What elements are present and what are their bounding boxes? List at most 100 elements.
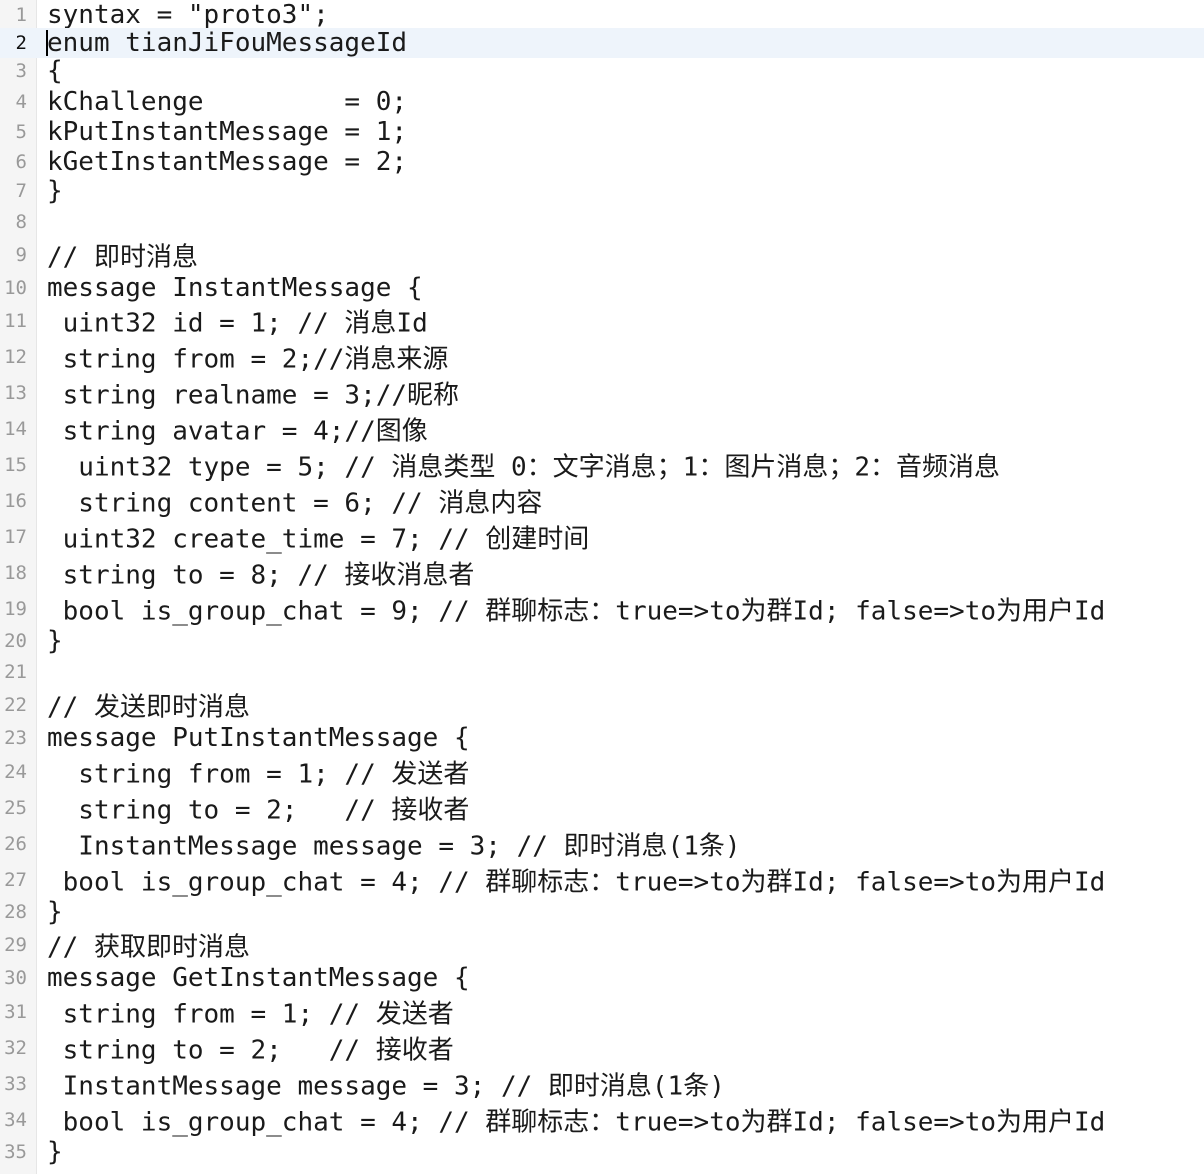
code-line[interactable]: 7}: [0, 176, 1204, 206]
code-text[interactable]: string avatar = 4;//图像: [47, 416, 428, 447]
code-line[interactable]: 3{: [0, 56, 1204, 86]
code-line[interactable]: 34 bool is_group_chat = 4; // 群聊标志：true=…: [0, 1105, 1204, 1138]
code-text[interactable]: {: [47, 56, 63, 86]
line-number: 33: [4, 1073, 27, 1095]
code-line[interactable]: 6 kGetInstantMessage = 2;: [0, 147, 1204, 177]
code-text[interactable]: string from = 2;//消息来源: [47, 344, 449, 375]
code-text[interactable]: kGetInstantMessage = 2;: [47, 147, 408, 177]
code-text[interactable]: bool is_group_chat = 4; // 群聊标志：true=>to…: [47, 1107, 1106, 1138]
code-line[interactable]: 12 string from = 2;//消息来源: [0, 342, 1204, 375]
text-cursor: [46, 30, 48, 56]
line-number: 6: [15, 151, 27, 173]
code-line[interactable]: 1 syntax = "proto3";: [0, 0, 1204, 30]
line-number: 29: [4, 934, 27, 956]
line-number: 11: [4, 310, 27, 332]
code-line[interactable]: 10 message InstantMessage {: [0, 273, 1204, 303]
code-line[interactable]: 15 uint32 type = 5; // 消息类型 0：文字消息；1：图片消…: [0, 450, 1204, 483]
code-line[interactable]: 22 // 发送即时消息: [0, 690, 1204, 723]
code-text[interactable]: // 发送即时消息: [47, 692, 250, 723]
line-number: 30: [4, 967, 27, 989]
code-text[interactable]: }: [47, 897, 63, 927]
code-text[interactable]: string to = 2; // 接收者: [47, 795, 470, 826]
line-number: 2: [15, 32, 27, 54]
code-text[interactable]: string from = 1; // 发送者: [47, 999, 454, 1030]
line-number: 17: [4, 526, 27, 548]
code-line[interactable]: 17 uint32 create_time = 7; // 创建时间: [0, 522, 1204, 555]
code-line[interactable]: 13 string realname = 3;//昵称: [0, 378, 1204, 411]
code-text[interactable]: }: [47, 176, 63, 206]
code-line[interactable]: 24 string from = 1; // 发送者: [0, 757, 1204, 790]
code-line[interactable]: 2 enum tianJiFouMessageId: [0, 28, 1204, 58]
code-text[interactable]: // 即时消息: [47, 242, 198, 273]
line-number: 28: [4, 901, 27, 923]
code-text[interactable]: message GetInstantMessage {: [47, 963, 470, 993]
code-line[interactable]: 19 bool is_group_chat = 9; // 群聊标志：true=…: [0, 594, 1204, 627]
code-text[interactable]: uint32 id = 1; // 消息Id: [47, 308, 428, 339]
code-line[interactable]: 18 string to = 8; // 接收消息者: [0, 558, 1204, 591]
code-text[interactable]: kPutInstantMessage = 1;: [47, 117, 408, 147]
code-text[interactable]: message PutInstantMessage {: [47, 723, 470, 753]
code-text[interactable]: bool is_group_chat = 4; // 群聊标志：true=>to…: [47, 867, 1106, 898]
code-line[interactable]: 32 string to = 2; // 接收者: [0, 1033, 1204, 1066]
code-line[interactable]: 28}: [0, 897, 1204, 927]
line-number: 24: [4, 761, 27, 783]
code-line[interactable]: 21: [0, 657, 1204, 687]
code-line[interactable]: 27 bool is_group_chat = 4; // 群聊标志：true=…: [0, 865, 1204, 898]
code-line[interactable]: 20}: [0, 626, 1204, 656]
code-text[interactable]: uint32 create_time = 7; // 创建时间: [47, 524, 590, 555]
code-line[interactable]: 9 // 即时消息: [0, 240, 1204, 273]
line-number: 10: [4, 277, 27, 299]
line-number: 23: [4, 727, 27, 749]
code-line[interactable]: 33 InstantMessage message = 3; // 即时消息(1…: [0, 1069, 1204, 1102]
line-number: 26: [4, 833, 27, 855]
line-number: 8: [15, 211, 27, 233]
code-text[interactable]: bool is_group_chat = 9; // 群聊标志：true=>to…: [47, 596, 1106, 627]
code-text[interactable]: message InstantMessage {: [47, 273, 423, 303]
line-number: 20: [4, 630, 27, 652]
code-text[interactable]: string from = 1; // 发送者: [47, 759, 470, 790]
code-line[interactable]: 8: [0, 207, 1204, 237]
code-line[interactable]: 30 message GetInstantMessage {: [0, 963, 1204, 993]
code-text[interactable]: string realname = 3;//昵称: [47, 380, 460, 411]
code-line[interactable]: 23 message PutInstantMessage {: [0, 723, 1204, 753]
line-number: 31: [4, 1001, 27, 1023]
line-number: 14: [4, 418, 27, 440]
code-line[interactable]: 29 // 获取即时消息: [0, 930, 1204, 963]
code-text[interactable]: syntax = "proto3";: [47, 0, 329, 30]
code-line[interactable]: 35}: [0, 1137, 1204, 1167]
line-number: 21: [4, 661, 27, 683]
line-number: 19: [4, 598, 27, 620]
line-number: 27: [4, 869, 27, 891]
code-line[interactable]: 26 InstantMessage message = 3; // 即时消息(1…: [0, 829, 1204, 862]
code-text[interactable]: // 获取即时消息: [47, 932, 250, 963]
line-number: 7: [15, 180, 27, 202]
line-number: 9: [15, 244, 27, 266]
code-text[interactable]: string to = 2; // 接收者: [47, 1035, 454, 1066]
code-text[interactable]: }: [47, 1137, 63, 1167]
code-text[interactable]: string content = 6; // 消息内容: [47, 488, 543, 519]
code-text[interactable]: string to = 8; // 接收消息者: [47, 560, 475, 591]
line-number-gutter: [0, 0, 37, 1174]
code-text[interactable]: InstantMessage message = 3; // 即时消息(1条): [47, 831, 741, 862]
code-line[interactable]: 11 uint32 id = 1; // 消息Id: [0, 306, 1204, 339]
code-line[interactable]: 16 string content = 6; // 消息内容: [0, 486, 1204, 519]
code-line[interactable]: 14 string avatar = 4;//图像: [0, 414, 1204, 447]
code-text[interactable]: uint32 type = 5; // 消息类型 0：文字消息；1：图片消息；2…: [47, 452, 1000, 483]
line-number: 22: [4, 694, 27, 716]
code-line[interactable]: 25 string to = 2; // 接收者: [0, 793, 1204, 826]
line-number: 34: [4, 1109, 27, 1131]
line-number: 25: [4, 797, 27, 819]
line-number: 15: [4, 454, 27, 476]
line-number: 1: [15, 4, 27, 26]
code-line[interactable]: 4 kChallenge = 0;: [0, 87, 1204, 117]
line-number: 12: [4, 346, 27, 368]
line-number: 16: [4, 490, 27, 512]
code-text[interactable]: }: [47, 626, 63, 656]
code-line[interactable]: 31 string from = 1; // 发送者: [0, 997, 1204, 1030]
code-text[interactable]: kChallenge = 0;: [47, 87, 408, 117]
code-text[interactable]: enum tianJiFouMessageId: [47, 28, 408, 58]
code-text[interactable]: InstantMessage message = 3; // 即时消息(1条): [47, 1071, 725, 1102]
line-number: 4: [15, 91, 27, 113]
